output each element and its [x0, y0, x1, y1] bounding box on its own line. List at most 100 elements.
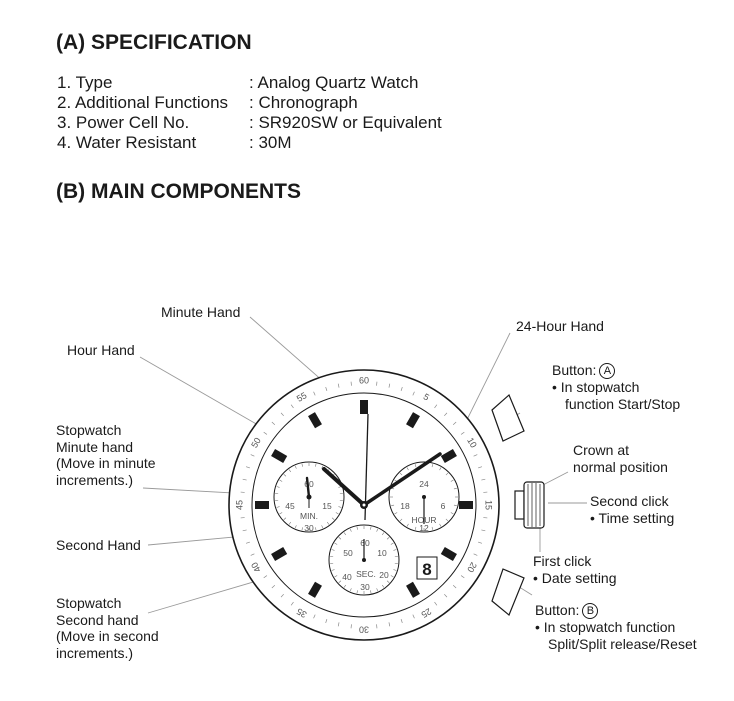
subdial-number: 12 — [419, 523, 429, 533]
hour-marker — [406, 581, 420, 598]
subdial-tick — [288, 521, 292, 525]
subdial-number: 20 — [379, 570, 389, 580]
bezel-tick — [242, 529, 247, 532]
bezel-tick — [250, 553, 255, 556]
bezel-tick — [280, 593, 284, 598]
crown-icon[interactable] — [514, 481, 545, 529]
bezel-tick — [460, 575, 465, 579]
subdial-tick — [349, 528, 352, 532]
bezel-number: 15 — [484, 500, 494, 510]
bezel-tick — [325, 619, 328, 624]
bezel-number: 35 — [295, 606, 309, 620]
bezel-number: 30 — [359, 625, 369, 635]
stopwatch-second-line: Second hand — [56, 611, 139, 628]
hour-marker — [255, 501, 269, 509]
button-a-icon[interactable] — [491, 393, 525, 442]
bezel-tick — [245, 541, 250, 544]
subdial-label: MIN. — [300, 511, 318, 521]
bezel-tick — [242, 478, 247, 481]
bezel-tick — [412, 614, 415, 619]
spec-label: 1. Type — [57, 73, 113, 92]
subdial-tick — [335, 512, 339, 515]
subdial-tick — [331, 517, 335, 520]
bezel-tick — [473, 553, 478, 556]
subdial-number: 60 — [304, 479, 314, 489]
spec-row-water: 4. Water Resistant : 30M — [57, 133, 442, 153]
bezel-number: 10 — [465, 436, 479, 450]
hour-hand — [322, 467, 366, 507]
subdial-tick — [288, 469, 292, 473]
subdial-tick — [431, 464, 434, 468]
subdial-number: 6 — [441, 501, 446, 511]
subdial-tick — [406, 467, 409, 471]
components-heading: (B) MAIN COMPONENTS — [56, 180, 301, 203]
hour-marker — [406, 412, 420, 429]
bezel-tick — [452, 585, 457, 589]
second-click-line: Second click — [590, 493, 669, 509]
subdial-tick — [399, 472, 403, 476]
subdial-tick — [301, 463, 303, 467]
subdial-number: 30 — [360, 582, 370, 592]
label-minute-hand: Minute Hand — [161, 304, 241, 320]
label-crown: Crown at normal position — [573, 442, 668, 475]
bezel-tick — [337, 383, 340, 388]
bezel-tick — [388, 383, 391, 388]
subdial-tick — [356, 590, 358, 594]
subdial-number: 30 — [304, 523, 314, 533]
subdial-tick — [301, 527, 303, 531]
button-a-line: • In stopwatch — [552, 379, 640, 395]
spec-label: 3. Power Cell No. — [57, 113, 190, 132]
bezel-tick — [452, 421, 457, 425]
subdial-tick — [381, 584, 385, 588]
subdial-number: 18 — [400, 501, 410, 511]
spec-value: : Analog Quartz Watch — [249, 73, 419, 92]
stopwatch-minute-hand — [305, 476, 311, 499]
bezel-tick — [444, 593, 448, 598]
bezel-tick — [290, 404, 294, 409]
subdial-tick — [394, 512, 398, 515]
crown-line: normal position — [573, 458, 668, 475]
subdial-tick — [376, 588, 379, 592]
subdial-tick — [406, 523, 409, 527]
subdial-tick — [276, 506, 280, 508]
subdial-tick — [315, 463, 317, 467]
hour-marker — [308, 581, 322, 598]
button-a-line: function Start/Stop — [565, 395, 681, 412]
subdial-tick — [391, 504, 395, 507]
bezel-tick — [337, 622, 340, 627]
subdial-number: 40 — [342, 572, 352, 582]
button-b-title: Button: — [535, 602, 580, 618]
bezel-tick — [250, 454, 255, 457]
button-b-letter: B — [582, 603, 599, 619]
subdial-tick — [338, 537, 342, 540]
subdial-label: SEC. — [356, 569, 376, 579]
subdial-tick — [276, 486, 280, 488]
bezel-tick — [271, 585, 276, 589]
subdial-tick — [414, 464, 417, 468]
spec-value: : SR920SW or Equivalent — [249, 113, 442, 132]
subdial-number: 10 — [377, 548, 387, 558]
subdial-tick — [315, 527, 317, 531]
spec-row-type: 1. Type : Analog Quartz Watch — [57, 73, 442, 93]
subdial-tick — [390, 542, 394, 545]
bezel-tick — [434, 601, 438, 606]
subdial-tick — [294, 525, 297, 529]
spec-value: : 30M — [249, 133, 292, 152]
subdial-tick — [453, 504, 457, 507]
stopwatch-minute-line: Stopwatch — [56, 422, 122, 438]
spec-row-functions: 2. Additional Functions : Chronograph — [57, 93, 442, 113]
label-button-b: Button:B • In stopwatch function Split/S… — [535, 602, 697, 652]
bezel-tick — [388, 622, 391, 627]
button-b-icon[interactable] — [491, 568, 525, 616]
bezel-tick — [313, 391, 316, 396]
bezel-tick — [460, 431, 465, 435]
spec-value: : Chronograph — [249, 93, 358, 112]
subdial-tick — [294, 465, 297, 469]
bezel-tick — [245, 466, 250, 469]
subdial-tick — [393, 569, 397, 571]
bezel-tick — [400, 386, 403, 391]
bezel-tick — [473, 454, 478, 457]
subdial-tick — [370, 526, 372, 530]
subdial-tick — [279, 512, 283, 515]
